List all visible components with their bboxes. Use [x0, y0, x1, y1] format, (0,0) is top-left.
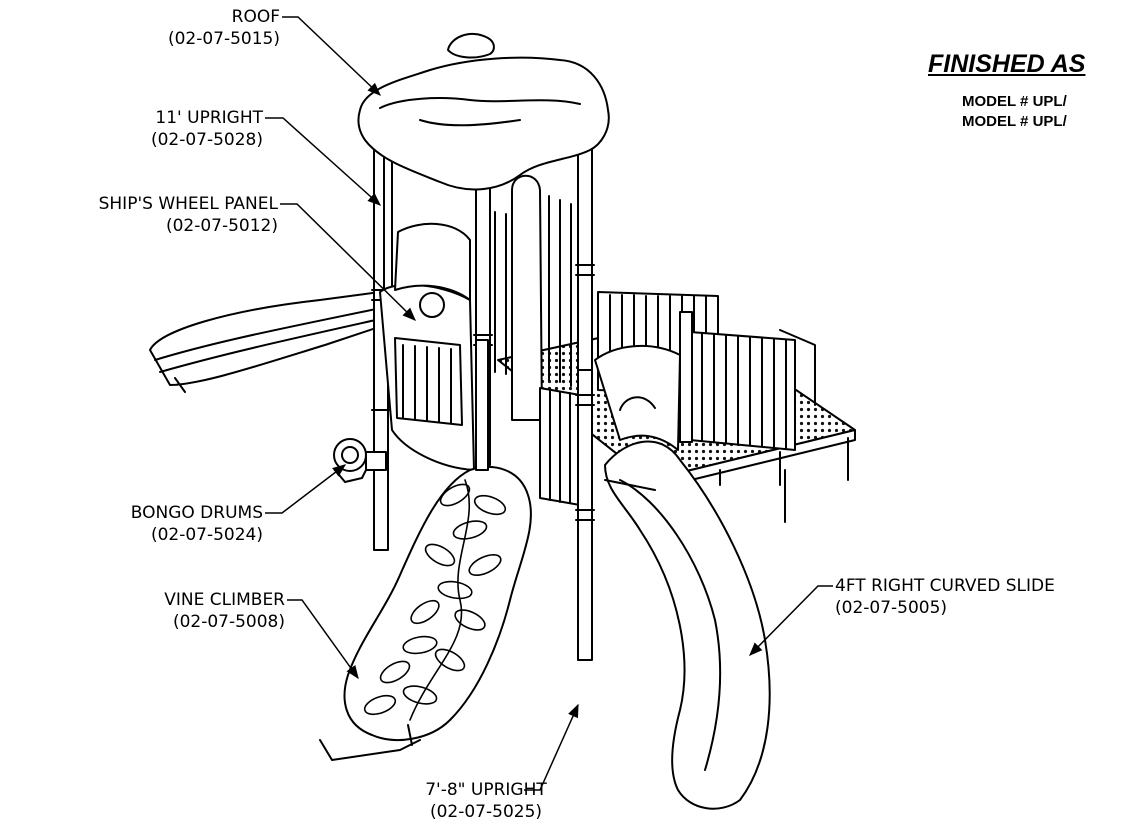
upright-11-label: 11' UPRIGHT [155, 108, 263, 128]
slide-callout: 4FT RIGHT CURVED SLIDE (02-07-5005) [835, 575, 1127, 619]
vine-part-number: (02-07-5008) [172, 612, 285, 632]
bongo-part-number: (02-07-5024) [150, 525, 263, 545]
ships-wheel-label: SHIP'S WHEEL PANEL [98, 194, 278, 214]
upright-11-callout: 11' UPRIGHT (02-07-5028) [60, 107, 263, 151]
upright-7-callout: 7'-8" UPRIGHT (02-07-5025) [350, 779, 622, 823]
bongo-label: BONGO DRUMS [130, 503, 263, 523]
bongo-leader [265, 464, 347, 514]
ships-wheel-callout: SHIP'S WHEEL PANEL (02-07-5012) [0, 193, 278, 237]
upright-7ft-8in-post [475, 311, 693, 661]
slide-label: 4FT RIGHT CURVED SLIDE [835, 576, 1055, 596]
ships-wheel-leader [280, 203, 416, 321]
vine-label: VINE CLIMBER [164, 590, 285, 610]
model-number-1: MODEL # UPL/ [962, 93, 1067, 110]
front-rail-panel [539, 387, 581, 506]
upright-7-label: 7'-8" UPRIGHT [425, 780, 547, 800]
vine-climber [319, 466, 532, 761]
upright-7-leader [524, 703, 579, 791]
vine-callout: VINE CLIMBER (02-07-5008) [60, 589, 285, 633]
upright-11-leader [265, 117, 382, 206]
upright-7-part-number: (02-07-5025) [429, 802, 543, 822]
vine-leader [287, 599, 359, 680]
ships-wheel-part-number: (02-07-5012) [165, 216, 278, 236]
model-number-2: MODEL # UPL/ [962, 113, 1067, 130]
roof-callout: ROOF (02-07-5015) [90, 6, 280, 50]
bongo-callout: BONGO DRUMS (02-07-5024) [40, 502, 263, 546]
ships-wheel-panel [379, 222, 475, 471]
bongo-drums [333, 438, 387, 483]
upright-11-part-number: (02-07-5028) [150, 130, 263, 150]
roof [357, 32, 610, 191]
slide-leader [749, 585, 833, 656]
curved-slide-4ft [594, 344, 771, 810]
slide-part-number: (02-07-5005) [835, 598, 948, 618]
roof-label: ROOF [231, 7, 280, 27]
drawing-title: FINISHED AS [928, 50, 1086, 78]
roof-part-number: (02-07-5015) [167, 29, 280, 49]
left-tube-slide [149, 289, 401, 393]
center-panel [494, 174, 572, 421]
roof-leader [282, 16, 381, 96]
